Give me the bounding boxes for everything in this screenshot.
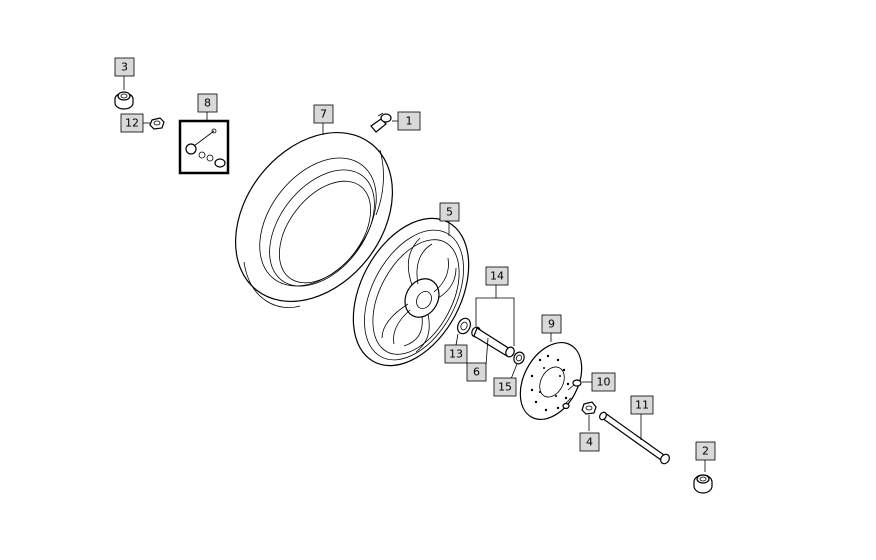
part-5-wheel-rim (352, 217, 470, 367)
part-9-brake-disc (519, 342, 583, 420)
part-12-nut (149, 117, 165, 130)
part-6-spacer (471, 326, 515, 358)
callout-label: 7 (320, 108, 327, 121)
part-4-nut (581, 401, 597, 415)
callout-label: 3 (121, 61, 128, 74)
callout-9: 9 (541, 314, 562, 334)
leader-bracket (475, 297, 515, 346)
callout-7: 7 (313, 104, 334, 124)
leader-line (485, 337, 489, 366)
leader-line (455, 333, 459, 346)
part-3-flange-nut (114, 91, 134, 110)
part-13-bearing (456, 317, 472, 335)
part-2-axle-nut (693, 474, 713, 494)
callout-label: 9 (548, 318, 555, 331)
callout-label: 1 (406, 115, 413, 128)
callout-label: 11 (635, 399, 649, 412)
callout-label: 6 (473, 366, 480, 379)
leader-line (510, 363, 518, 380)
callout-8: 8 (197, 93, 218, 113)
callout-label: 12 (125, 117, 139, 130)
callout-label: 14 (490, 270, 504, 283)
callout-2: 2 (695, 441, 716, 461)
callout-label: 15 (498, 381, 512, 394)
callout-6: 6 (466, 362, 487, 382)
callout-5: 5 (439, 202, 460, 222)
callout-label: 13 (449, 348, 463, 361)
callout-label: 5 (446, 206, 453, 219)
callout-10: 10 (591, 372, 616, 392)
part-8-valve-kit (178, 119, 230, 175)
callout-15: 15 (493, 377, 517, 397)
part-15-oil-seal (513, 351, 525, 365)
callout-3: 3 (114, 57, 135, 77)
callout-label: 2 (702, 445, 709, 458)
part-7-tire (234, 131, 394, 308)
callout-13: 13 (444, 344, 468, 364)
callout-1: 1 (397, 111, 421, 131)
part-10-disc-bolt (562, 379, 582, 410)
callout-4: 4 (579, 432, 600, 452)
callout-14: 14 (485, 266, 509, 286)
callout-label: 8 (204, 97, 211, 110)
callout-12: 12 (120, 113, 144, 133)
callout-11: 11 (630, 395, 654, 415)
callout-label: 10 (597, 376, 611, 389)
part-11-axle (599, 411, 670, 465)
part-1-valve-stem (370, 112, 392, 133)
callout-label: 4 (586, 436, 593, 449)
